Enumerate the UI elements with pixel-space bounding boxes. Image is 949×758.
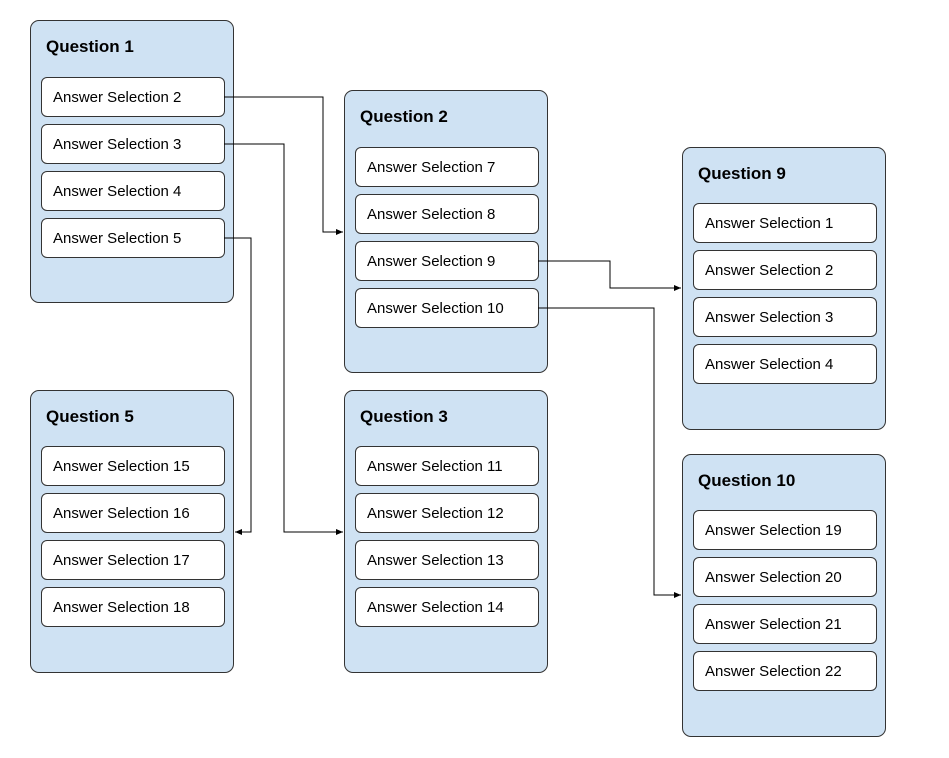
question-2-card: Question 2 Answer Selection 7 Answer Sel… xyxy=(344,90,548,373)
question-9-card: Question 9 Answer Selection 1 Answer Sel… xyxy=(682,147,886,430)
connector-q2-a10-to-question-10 xyxy=(538,307,681,598)
q3-answer-selection-13[interactable]: Answer Selection 13 xyxy=(355,540,539,580)
question-1-card: Question 1 Answer Selection 2 Answer Sel… xyxy=(30,20,234,303)
q9-answer-selection-3[interactable]: Answer Selection 3 xyxy=(693,297,877,337)
question-3-card: Question 3 Answer Selection 11 Answer Se… xyxy=(344,390,548,673)
q2-answer-selection-8[interactable]: Answer Selection 8 xyxy=(355,194,539,234)
connector-q1-a3-to-question-3 xyxy=(224,143,343,535)
q10-answer-selection-20[interactable]: Answer Selection 20 xyxy=(693,557,877,597)
q9-answer-selection-1[interactable]: Answer Selection 1 xyxy=(693,203,877,243)
q10-answer-selection-22[interactable]: Answer Selection 22 xyxy=(693,651,877,691)
q1-answer-selection-4[interactable]: Answer Selection 4 xyxy=(41,171,225,211)
question-2-title: Question 2 xyxy=(360,107,448,126)
question-5-title: Question 5 xyxy=(46,407,134,426)
question-10-card: Question 10 Answer Selection 19 Answer S… xyxy=(682,454,886,737)
q9-answer-selection-4[interactable]: Answer Selection 4 xyxy=(693,344,877,384)
question-3-title: Question 3 xyxy=(360,407,448,426)
question-1-title: Question 1 xyxy=(46,37,134,56)
q5-answer-selection-16[interactable]: Answer Selection 16 xyxy=(41,493,225,533)
q3-answer-selection-14[interactable]: Answer Selection 14 xyxy=(355,587,539,627)
q5-answer-selection-17[interactable]: Answer Selection 17 xyxy=(41,540,225,580)
q2-answer-selection-10[interactable]: Answer Selection 10 xyxy=(355,288,539,328)
q5-answer-selection-15[interactable]: Answer Selection 15 xyxy=(41,446,225,486)
q5-answer-selection-18[interactable]: Answer Selection 18 xyxy=(41,587,225,627)
q10-answer-selection-21[interactable]: Answer Selection 21 xyxy=(693,604,877,644)
q3-answer-selection-11[interactable]: Answer Selection 11 xyxy=(355,446,539,486)
q3-answer-selection-12[interactable]: Answer Selection 12 xyxy=(355,493,539,533)
question-9-title: Question 9 xyxy=(698,164,786,183)
q2-answer-selection-9[interactable]: Answer Selection 9 xyxy=(355,241,539,281)
q1-answer-selection-5[interactable]: Answer Selection 5 xyxy=(41,218,225,258)
connector-q2-a9-to-question-9 xyxy=(538,260,681,291)
q9-answer-selection-2[interactable]: Answer Selection 2 xyxy=(693,250,877,290)
question-10-title: Question 10 xyxy=(698,471,796,490)
q1-answer-selection-2[interactable]: Answer Selection 2 xyxy=(41,77,225,117)
q2-answer-selection-7[interactable]: Answer Selection 7 xyxy=(355,147,539,187)
connector-q1-a2-to-question-2 xyxy=(224,96,343,235)
q10-answer-selection-19[interactable]: Answer Selection 19 xyxy=(693,510,877,550)
q1-answer-selection-3[interactable]: Answer Selection 3 xyxy=(41,124,225,164)
question-5-card: Question 5 Answer Selection 15 Answer Se… xyxy=(30,390,234,673)
